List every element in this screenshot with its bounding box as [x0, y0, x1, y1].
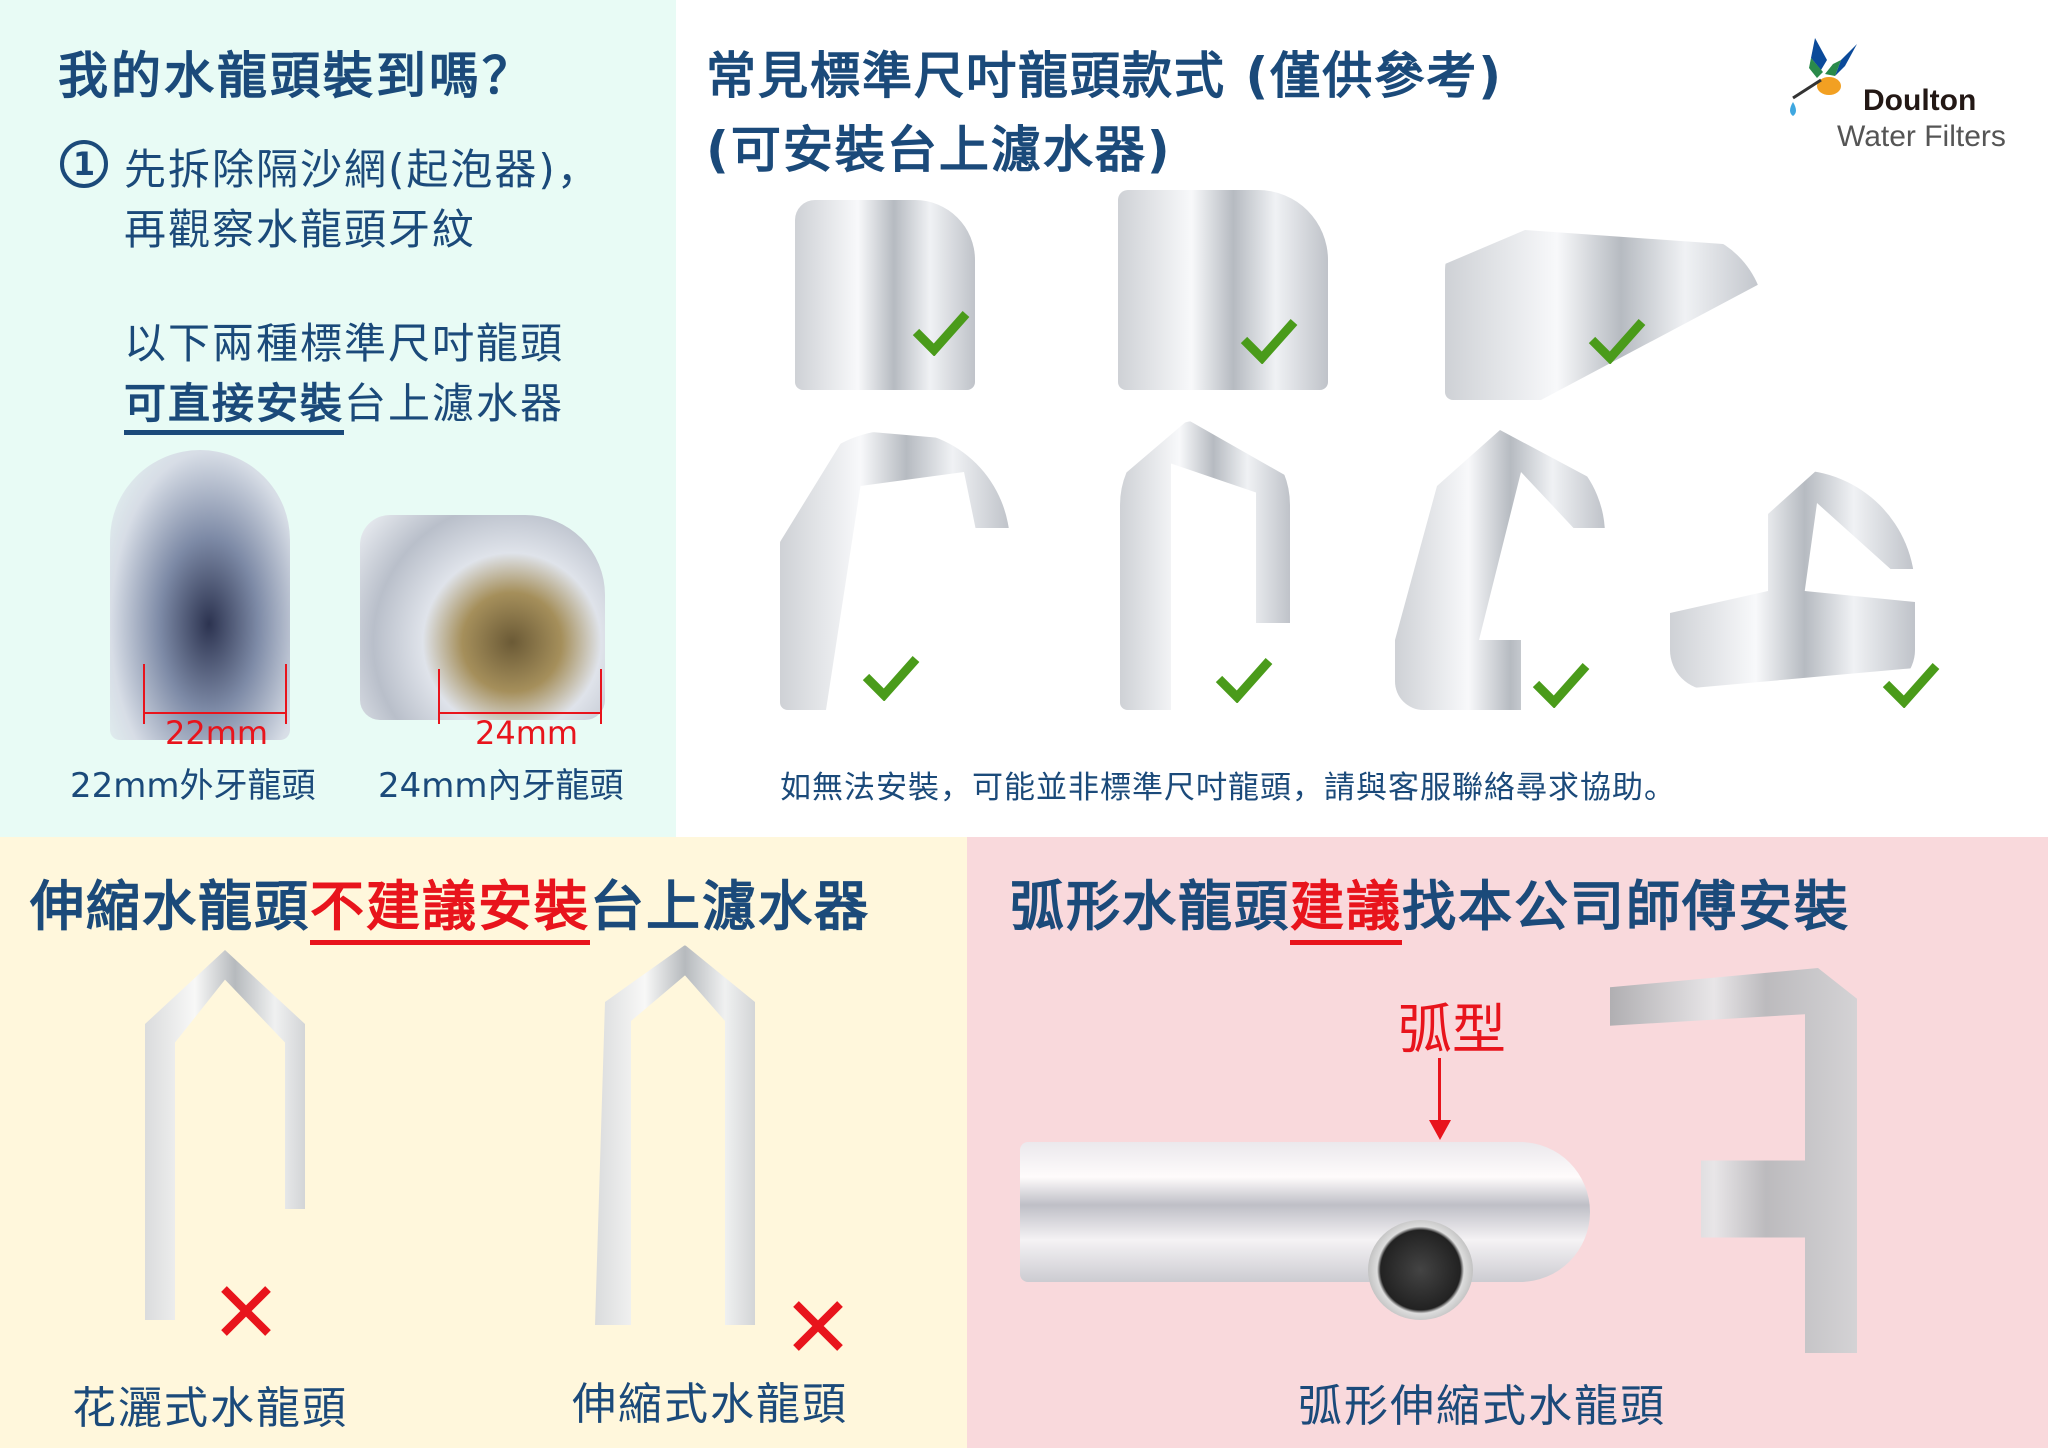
dimension-line-22mm: 22mm: [143, 664, 287, 752]
step-number-badge: 1: [60, 140, 108, 188]
standard-faucets-panel: [676, 0, 2048, 837]
faucet-basin-mixer-2: [1118, 190, 1328, 390]
arrowhead-icon: [1429, 1120, 1451, 1140]
dimension-line-24mm: 24mm: [438, 669, 602, 752]
female-thread-caption: 24mm內牙龍頭: [378, 766, 624, 806]
dimension-label-24mm: 24mm: [475, 714, 579, 752]
checkmark-icon: [862, 656, 920, 701]
faucet-spring-sprayer: [125, 950, 325, 1320]
direct-install-emphasis: 可直接安裝: [124, 379, 345, 435]
title-suffix: 台上濾水器: [590, 875, 870, 938]
arc-recommended-title: 弧形水龍頭建議找本公司師傅安裝: [1010, 862, 1850, 945]
cross-icon: [793, 1301, 843, 1351]
male-thread-faucet-photo: [110, 450, 290, 740]
checkmark-icon: [912, 311, 970, 356]
arc-spout-closeup: [1020, 1142, 1590, 1282]
dimension-label-22mm: 22mm: [165, 714, 269, 752]
checkmark-icon: [1240, 319, 1298, 364]
pullout-faucet-caption: 伸縮式水龍頭: [572, 1379, 848, 1430]
standard-size-line1: 以下兩種標準尺吋龍頭: [124, 319, 565, 368]
doulton-logo: Doulton Water Filters: [1785, 30, 2025, 160]
title-suffix: 找本公司師傅安裝: [1402, 875, 1850, 938]
step-instruction-line1: 先拆除隔沙網(起泡器)，: [124, 145, 601, 194]
checkmark-icon: [1532, 663, 1590, 708]
faucet-pull-out: [575, 945, 775, 1325]
faucet-gooseneck-deck: [1120, 420, 1290, 710]
aerator-closeup: [1368, 1180, 1478, 1320]
logo-brand-name: Doulton: [1863, 84, 1977, 117]
faucet-swan-neck-lever: [780, 430, 1010, 710]
faucet-basin-mixer: [795, 200, 975, 390]
section-title: 我的水龍頭裝到嗎？: [58, 47, 535, 105]
checkmark-icon: [1588, 319, 1646, 364]
faucet-arc-pullout: [1610, 968, 1870, 1353]
male-thread-caption: 22mm外牙龍頭: [70, 766, 316, 806]
standard-size-line2-rest: 台上濾水器: [344, 379, 565, 428]
logo-subtitle: Water Filters: [1837, 120, 2006, 153]
female-thread-faucet-photo: [360, 515, 605, 720]
recommended-emphasis: 建議: [1290, 875, 1402, 945]
spring-faucet-caption: 花灑式水龍頭: [72, 1383, 348, 1434]
kingfisher-logo-icon: [1790, 38, 1857, 116]
faucet-kitchen-lever: [1445, 230, 1765, 400]
standard-faucets-title: 常見標準尺吋龍頭款式 (僅供參考): [706, 47, 1504, 105]
faucet-wall-mounted-single: [1395, 430, 1605, 710]
not-recommended-emphasis: 不建議安裝: [310, 875, 590, 945]
arrow-down-icon: [1438, 1058, 1441, 1128]
standard-size-line2: 可直接安裝台上濾水器: [124, 370, 565, 435]
faucet-wall-mounted-double: [1670, 470, 1915, 690]
not-recommended-title: 伸縮水龍頭不建議安裝台上濾水器: [30, 862, 870, 945]
standard-faucets-subtitle: (可安裝台上濾水器): [706, 121, 1172, 179]
arc-label: 弧型: [1398, 998, 1506, 1061]
cross-icon: [221, 1286, 271, 1336]
step-instruction-line2: 再觀察水龍頭牙紋: [124, 205, 477, 254]
checkmark-icon: [1215, 658, 1273, 703]
title-prefix: 伸縮水龍頭: [30, 875, 310, 938]
arc-faucet-caption: 弧形伸縮式水龍頭: [1298, 1381, 1666, 1432]
checkmark-icon: [1882, 663, 1940, 708]
support-note: 如無法安裝，可能並非標準尺吋龍頭，請與客服聯絡尋求協助。: [780, 770, 1676, 806]
title-prefix: 弧形水龍頭: [1010, 875, 1290, 938]
